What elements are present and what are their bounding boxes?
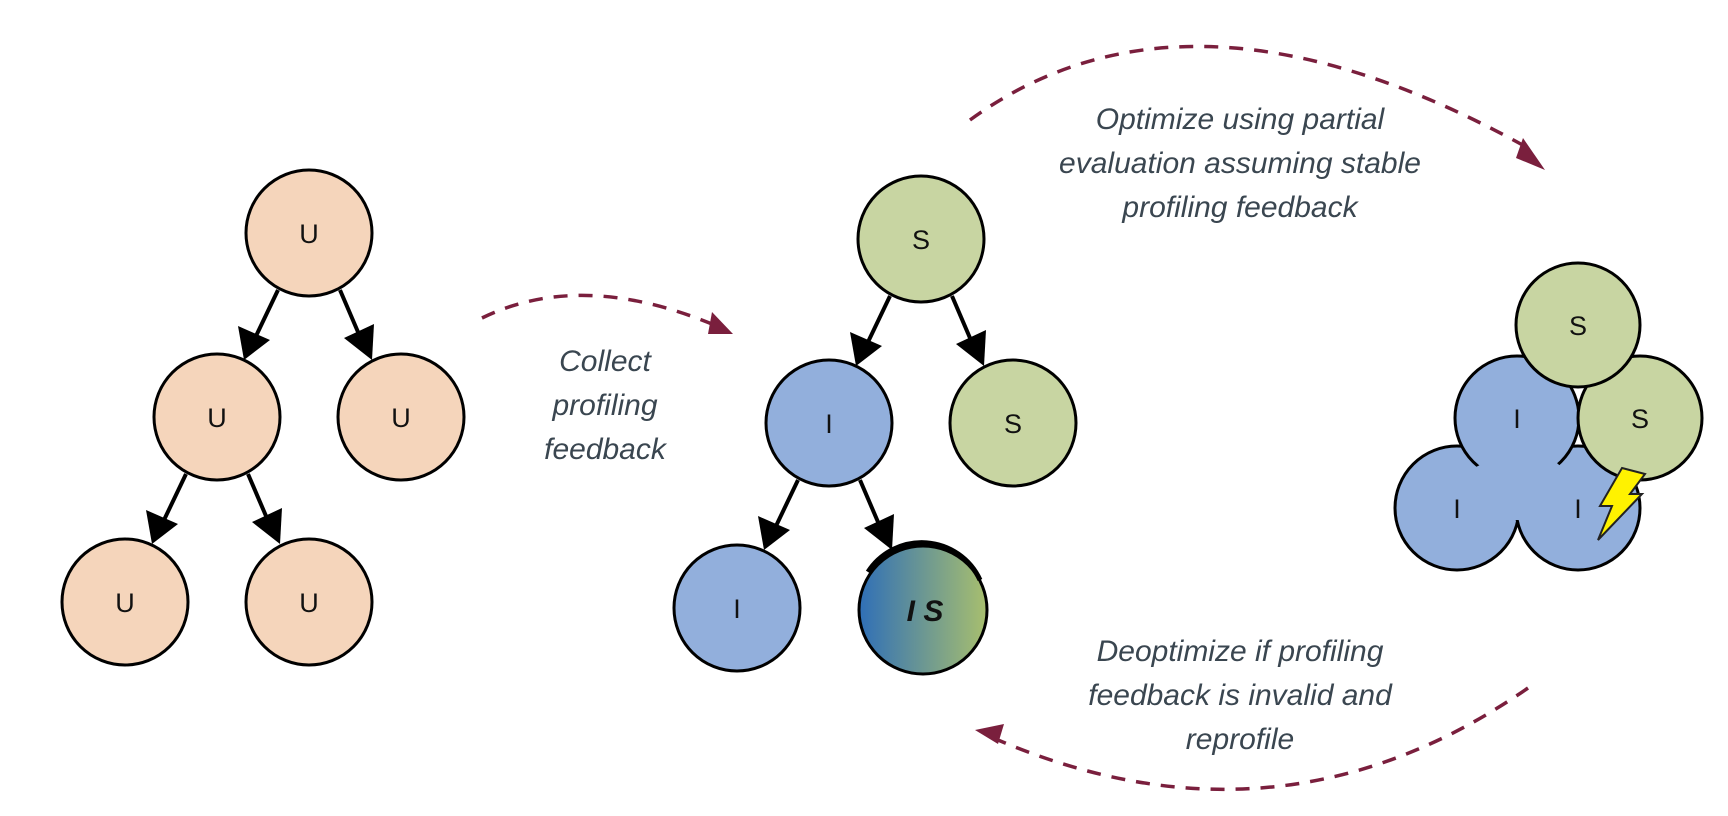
edge-u-mid-right-head xyxy=(252,508,282,544)
opt-node-i-mid-label: I xyxy=(1513,404,1521,434)
edge-u-root-right-head xyxy=(344,324,374,360)
node-i-leaf xyxy=(672,543,802,673)
node-i-leaf-label: I xyxy=(733,594,741,624)
node-u-leaf-right-label: U xyxy=(299,588,319,618)
caption-deoptimize: Deoptimize if profiling feedback is inva… xyxy=(1030,630,1450,762)
caption-deoptimize-line-1: Deoptimize if profiling xyxy=(1096,635,1384,668)
node-s-mid-right-label: S xyxy=(1004,409,1022,439)
caption-optimize-line-1: Optimize using partial xyxy=(1095,103,1385,136)
node-s-root xyxy=(856,174,986,304)
opt-node-s-right-label: S xyxy=(1631,404,1649,434)
node-u-mid-left xyxy=(152,352,282,482)
optimize-arrowhead xyxy=(1516,138,1545,170)
edge-i-mid-right-head xyxy=(864,514,894,550)
opt-merge-fill xyxy=(1470,440,1570,520)
node-u-leaf-right xyxy=(244,537,374,667)
optimize-arrow xyxy=(968,44,1529,150)
caption-optimize-line-3: profiling feedback xyxy=(1122,191,1358,224)
opt-node-s-top xyxy=(1514,261,1642,389)
node-u-leaf-left xyxy=(60,537,190,667)
caption-collect-line-1: Collect xyxy=(559,345,651,378)
node-i-mid xyxy=(764,358,894,488)
node-u-mid-right-label: U xyxy=(391,403,411,433)
node-s-root-label: S xyxy=(912,225,930,255)
node-is-leaf-rim xyxy=(865,540,983,582)
caption-deoptimize-line-3: reprofile xyxy=(1185,723,1295,756)
deoptimize-arrow xyxy=(997,686,1529,792)
edge-i-mid-left-head xyxy=(758,516,790,550)
edge-i-mid-left xyxy=(774,479,800,527)
tree-edges xyxy=(146,289,986,550)
edge-u-root-left-head xyxy=(238,326,270,360)
caption-collect-line-2: profiling xyxy=(552,389,658,422)
opt-node-i-left-label: I xyxy=(1453,494,1461,524)
edge-u-mid-right xyxy=(246,473,268,517)
collect-arrow xyxy=(481,293,713,326)
node-u-root-label: U xyxy=(299,219,319,249)
tree-profiled: S I S I I S xyxy=(672,174,1078,676)
edge-u-root-left xyxy=(254,289,280,337)
edge-u-mid-left-head xyxy=(146,510,178,544)
caption-deoptimize-line-2: feedback is invalid and xyxy=(1088,679,1392,712)
caption-optimize-line-2: evaluation assuming stable xyxy=(1059,147,1421,180)
node-i-mid-label: I xyxy=(825,409,833,439)
edge-s-root-left-head xyxy=(850,332,882,366)
caption-collect-line-3: feedback xyxy=(544,433,666,466)
node-u-leaf-left-label: U xyxy=(115,588,135,618)
deoptimize-arrowhead xyxy=(975,724,1004,744)
edge-u-root-right xyxy=(338,289,360,333)
opt-node-i-right-label: I xyxy=(1574,494,1582,524)
tree-optimized: S I S I I xyxy=(1393,261,1704,572)
cycle-arrows xyxy=(481,44,1545,792)
node-u-mid-right xyxy=(336,352,466,482)
node-u-mid-left-label: U xyxy=(207,403,227,433)
collect-arrowhead xyxy=(708,312,733,334)
caption-optimize: Optimize using partial evaluation assumi… xyxy=(1020,98,1460,230)
opt-node-s-top-label: S xyxy=(1569,311,1587,341)
edge-i-mid-right xyxy=(858,479,880,523)
lightning-icon xyxy=(1597,466,1647,541)
edge-s-root-left xyxy=(866,295,892,343)
caption-collect: Collect profiling feedback xyxy=(500,340,710,472)
node-is-leaf xyxy=(857,544,989,676)
edge-u-mid-left xyxy=(162,473,188,521)
edge-s-root-right xyxy=(950,295,972,339)
node-is-leaf-label: I S xyxy=(907,595,944,628)
node-s-mid-right xyxy=(948,358,1078,488)
tree-unprofiled: U U U U U xyxy=(60,168,466,667)
node-u-root xyxy=(244,168,374,298)
edge-s-root-right-head xyxy=(956,330,986,366)
